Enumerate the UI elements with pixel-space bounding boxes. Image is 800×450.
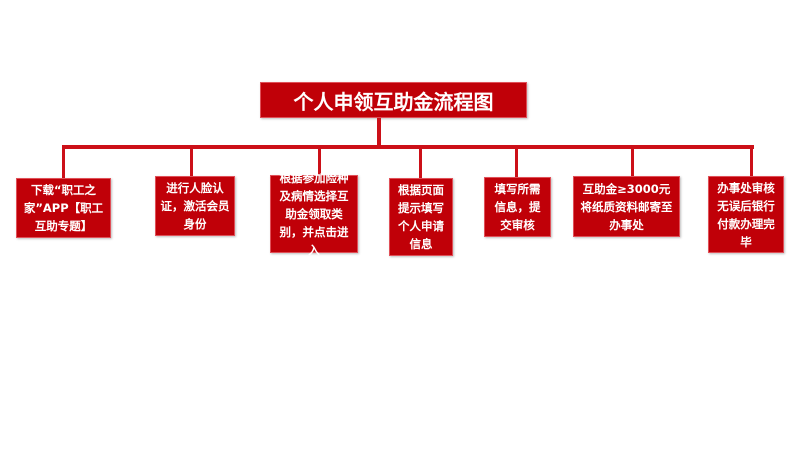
connector-trunk <box>377 118 381 146</box>
step-box-5: 填写所需信息，提交审核 <box>484 177 551 237</box>
step-box-7: 办事处审核无误后银行付款办理完毕 <box>708 176 784 253</box>
step-box-3: 根据参加险种及病情选择互助金领取类别，并点击进入 <box>270 171 358 257</box>
step-box-1: 下载“职工之家”APP【职工互助专题】 <box>16 178 111 238</box>
connector-drop <box>419 149 422 178</box>
step-box-2: 进行人脸认证，激活会员身份 <box>155 176 235 236</box>
flowchart-title: 个人申领互助金流程图 <box>260 82 527 118</box>
connector-drop <box>515 149 518 177</box>
connector-drop <box>190 149 193 176</box>
step-box-6: 互助金≥3000元将纸质资料邮寄至办事处 <box>573 176 680 237</box>
connector-drop <box>631 149 634 176</box>
connector-drop <box>318 149 321 175</box>
connector-bar <box>62 145 754 149</box>
connector-drop <box>62 149 65 178</box>
step-box-4: 根据页面提示填写个人申请信息 <box>389 178 453 256</box>
connector-drop <box>750 149 753 176</box>
